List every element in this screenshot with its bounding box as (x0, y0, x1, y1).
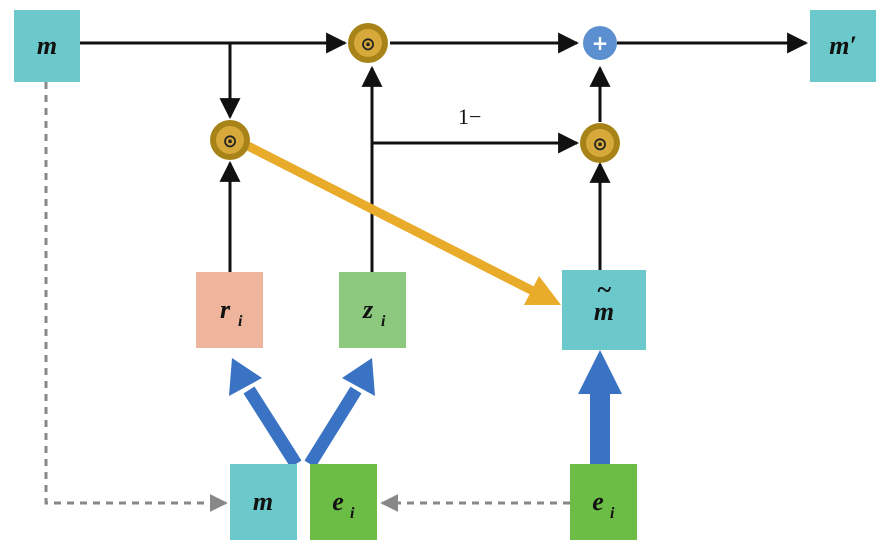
svg-text:i: i (350, 505, 355, 522)
svg-text:m′: m′ (829, 31, 857, 60)
svg-text:e: e (332, 487, 344, 516)
node-m-input: m (14, 10, 80, 82)
svg-text:i: i (610, 505, 615, 522)
blue-arrowhead-z (342, 358, 375, 396)
svg-text:m: m (37, 31, 57, 60)
dashed-edge-m-to-m-bottom (44, 82, 228, 512)
hadamard-op-top: ⊙ (348, 23, 388, 63)
edge-m-bottom-to-r (243, 386, 302, 468)
blue-arrowhead-r (229, 358, 262, 396)
svg-text:r: r (220, 295, 231, 324)
blue-arrowhead-m-tilde (578, 350, 622, 394)
edge-m-bottom-to-z (304, 386, 362, 468)
orange-arrowhead (524, 276, 561, 305)
node-r: r i (196, 272, 263, 348)
plus-op: + (583, 26, 617, 60)
node-e-right: e i (570, 464, 637, 540)
edge-e-right-to-m-tilde (590, 392, 610, 467)
node-z: z i (339, 272, 406, 348)
svg-text:e: e (592, 487, 604, 516)
svg-text:m: m (253, 487, 273, 516)
svg-text:i: i (238, 313, 243, 330)
svg-text:~: ~ (597, 275, 612, 304)
edge-op-reset-to-m-tilde (245, 141, 536, 296)
hadamard-op-bottom: ⊙ (580, 123, 620, 163)
svg-text:i: i (381, 313, 386, 330)
node-m-output: m′ (810, 10, 876, 82)
node-m-bottom: m (230, 464, 297, 540)
svg-text:z: z (362, 295, 374, 324)
hadamard-op-reset: ⊙ (210, 120, 250, 160)
node-m-tilde: m ~ (562, 270, 646, 350)
svg-text:+: + (592, 31, 609, 55)
one-minus-label: 1− (458, 104, 481, 129)
svg-text:⊙: ⊙ (360, 34, 375, 55)
svg-text:⊙: ⊙ (592, 134, 607, 155)
svg-text:m: m (594, 297, 614, 326)
node-e-mid: e i (310, 464, 377, 540)
svg-text:⊙: ⊙ (222, 131, 237, 152)
